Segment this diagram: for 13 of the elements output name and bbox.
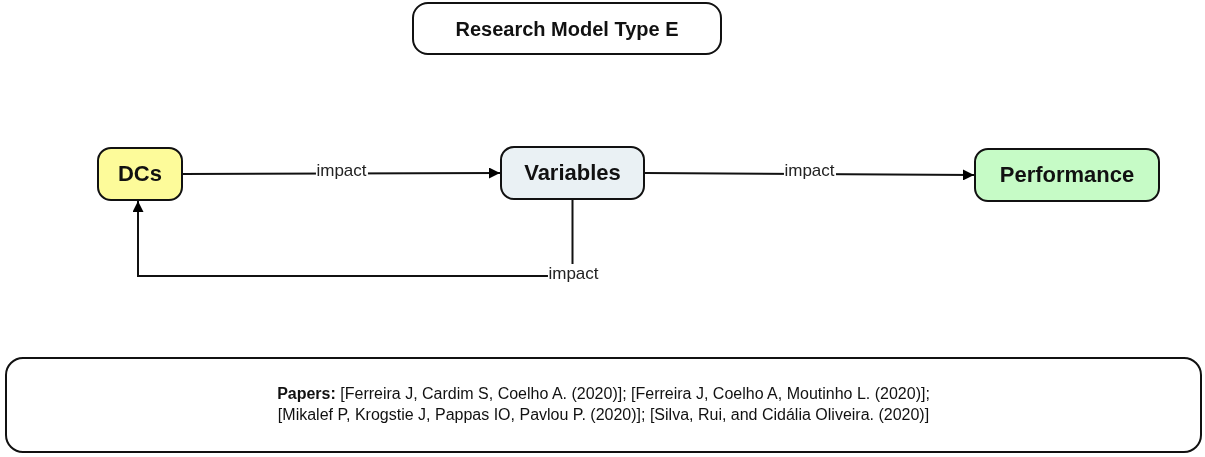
node-text: Performance <box>999 160 1135 189</box>
node-text: Research Model Type E <box>455 16 679 42</box>
edge-label: impact <box>783 161 836 181</box>
title-box <box>412 2 722 55</box>
node-text: Papers: [Ferreira J, Cardim S, Coelho A. (2020)]; [Ferreira J, Coelho A, Moutinho L. (2020)]; [Mikalef P, Krogstie J, Pappas IO, Pavlou P. (2020)]; [Silva, Rui, and Cidália Oliveira. (2020)] <box>276 384 931 425</box>
process-box <box>500 146 645 200</box>
process-box <box>97 147 183 201</box>
note-box <box>5 357 1202 453</box>
process-box <box>974 148 1160 202</box>
arrow <box>132 199 574 277</box>
node-text: DCs <box>118 159 162 188</box>
node-text: Variables <box>524 158 621 187</box>
edge-label: impact <box>547 264 600 284</box>
